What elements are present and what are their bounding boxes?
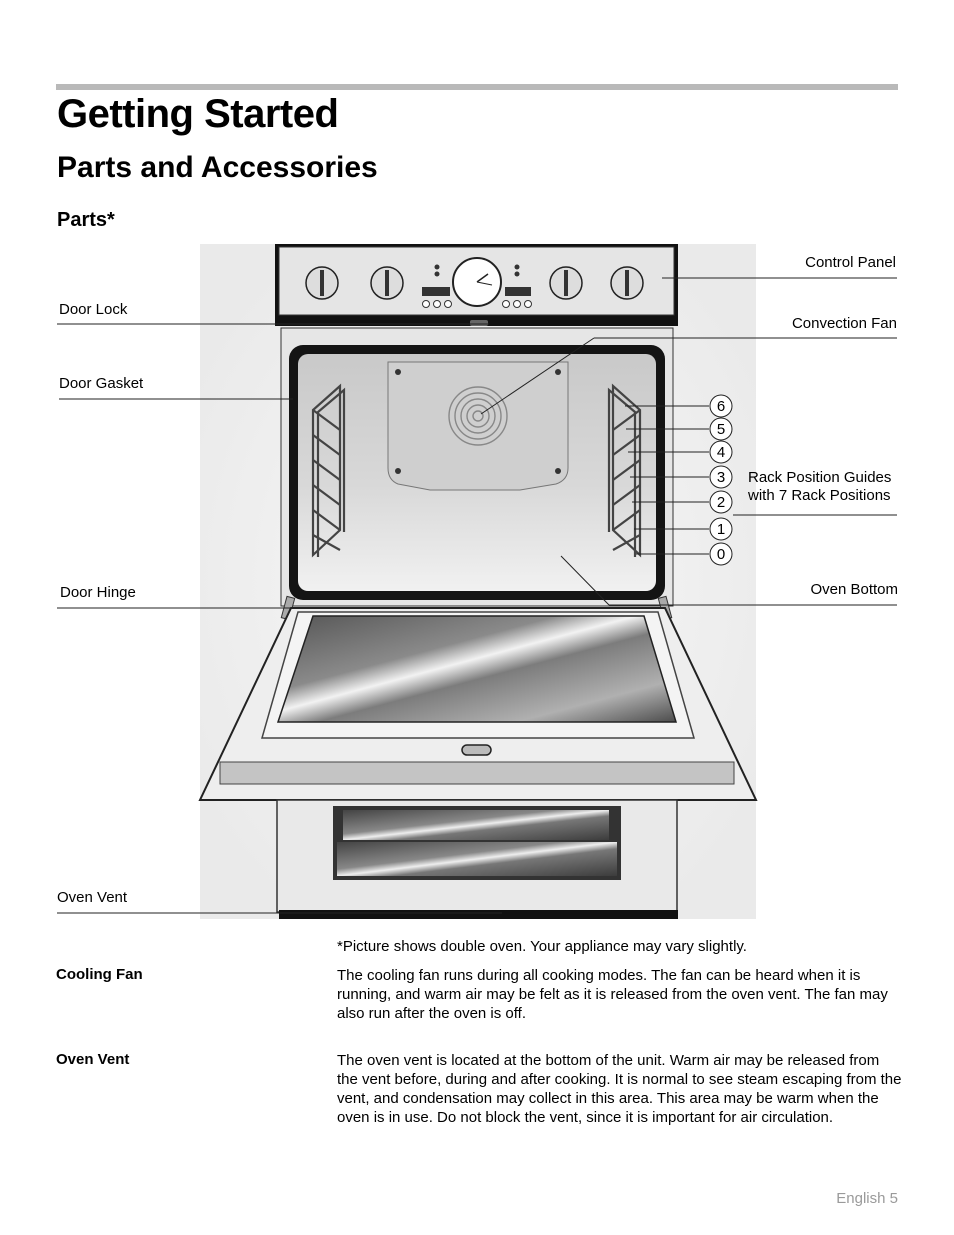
svg-text:5: 5 xyxy=(717,421,725,438)
convection-fan xyxy=(387,361,569,491)
label-oven-vent: Oven Vent xyxy=(57,889,128,906)
svg-text:2: 2 xyxy=(717,494,725,511)
label-rack-guides-line1: Rack Position Guides xyxy=(748,469,892,486)
page-footer: English 5 xyxy=(836,1190,898,1207)
rack-position-2: 2 xyxy=(709,490,733,514)
rack-position-6: 6 xyxy=(709,394,733,418)
term-cooling-fan: Cooling Fan xyxy=(56,966,143,983)
oven-illustration: 6 5 4 3 2 1 0 xyxy=(57,244,897,919)
label-door-lock: Door Lock xyxy=(59,301,128,318)
label-door-gasket: Door Gasket xyxy=(59,375,144,392)
oven-door xyxy=(198,607,758,801)
label-oven-bottom: Oven Bottom xyxy=(810,581,898,598)
svg-text:3: 3 xyxy=(717,469,725,486)
subsection-title: Parts* xyxy=(57,209,115,231)
rack-position-0: 0 xyxy=(709,542,733,566)
clock-dial xyxy=(452,257,502,307)
svg-text:0: 0 xyxy=(717,546,725,563)
control-knob-1 xyxy=(305,266,339,300)
door-handle xyxy=(461,744,492,756)
door-lock xyxy=(470,320,488,326)
description-oven-vent: The oven vent is located at the bottom o… xyxy=(337,1052,902,1126)
rack-position-3: 3 xyxy=(709,465,733,489)
label-convection-fan: Convection Fan xyxy=(791,315,897,332)
rack-position-1: 1 xyxy=(709,517,733,541)
label-rack-guides-line2: with 7 Rack Positions xyxy=(748,487,891,504)
rack-position-5: 5 xyxy=(709,417,733,441)
page-heading: Getting Started xyxy=(57,92,339,136)
figure-note: *Picture shows double oven. Your applian… xyxy=(337,938,747,955)
label-control-panel: Control Panel xyxy=(805,254,896,271)
lower-oven xyxy=(276,799,678,919)
rack-position-4: 4 xyxy=(709,440,733,464)
control-knob-2 xyxy=(370,266,404,300)
term-oven-vent: Oven Vent xyxy=(56,1051,130,1068)
rack-guide-right xyxy=(607,383,642,558)
control-knob-3 xyxy=(549,266,583,300)
svg-text:6: 6 xyxy=(717,398,725,415)
oven-vent xyxy=(279,910,678,919)
header-rule xyxy=(56,84,898,90)
control-knob-4 xyxy=(610,266,644,300)
description-cooling-fan: The cooling fan runs during all cooking … xyxy=(337,967,888,1022)
svg-text:1: 1 xyxy=(717,521,725,538)
rack-guide-left xyxy=(311,383,346,558)
section-title: Parts and Accessories xyxy=(57,151,378,184)
svg-text:4: 4 xyxy=(717,444,725,461)
label-door-hinge: Door Hinge xyxy=(60,584,136,601)
